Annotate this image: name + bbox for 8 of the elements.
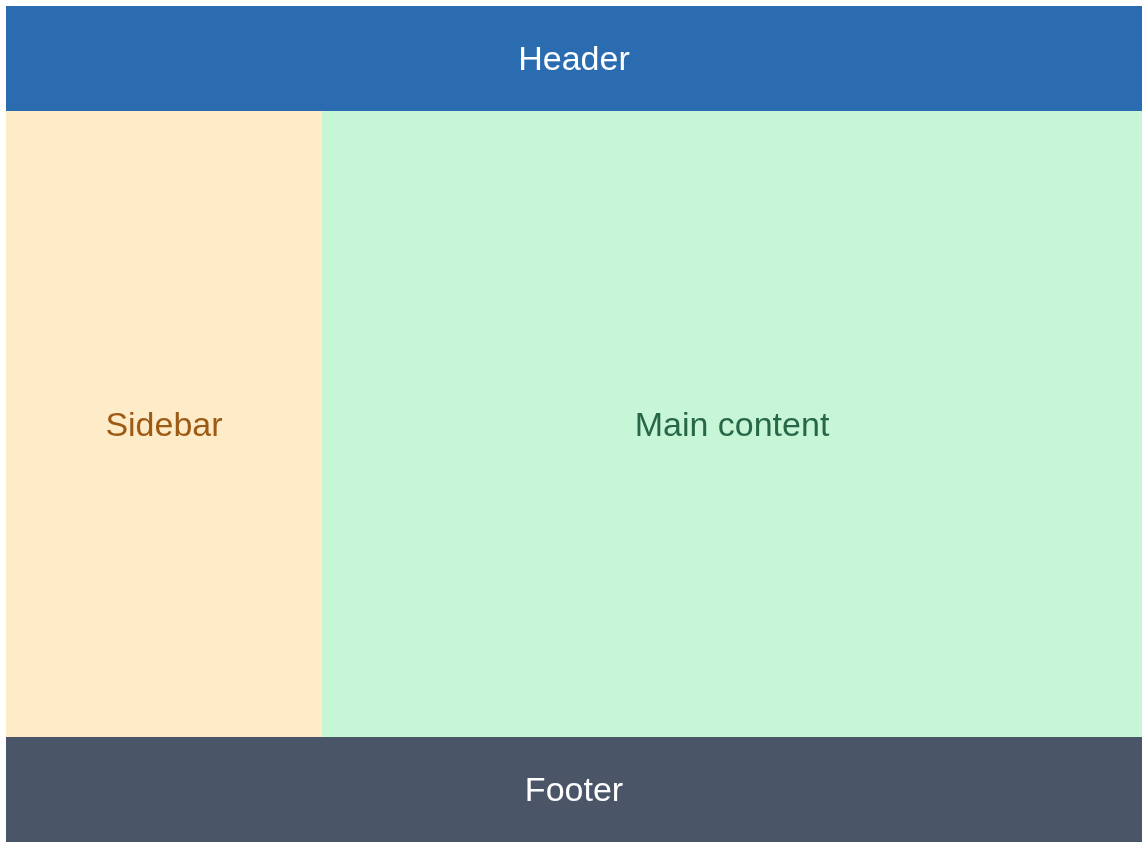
header-bar	[6, 6, 1142, 111]
header-label: Header	[518, 39, 630, 78]
content-panel	[322, 111, 1142, 737]
footer-label: Footer	[524, 770, 624, 809]
content-label: Main content	[634, 404, 830, 444]
footer-bar	[6, 737, 1142, 842]
sidebar-label: Sidebar	[105, 404, 223, 444]
sidebar-panel	[6, 111, 322, 737]
